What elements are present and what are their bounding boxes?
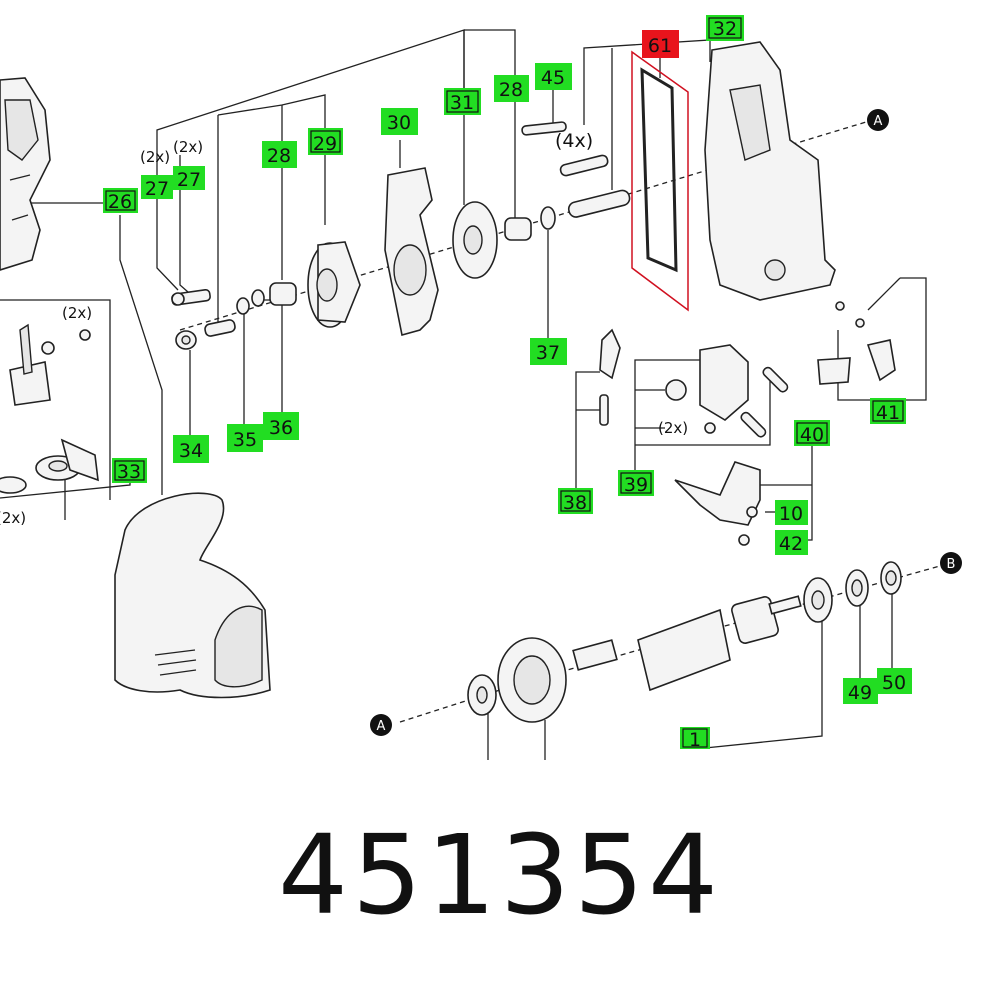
svg-text:38: 38 xyxy=(563,492,587,514)
callout-35: 35 xyxy=(227,424,263,452)
part-29-flange xyxy=(307,241,361,328)
callout-29: 29 xyxy=(308,128,343,155)
callout-28: 28 xyxy=(494,75,529,102)
callout-26: 26 xyxy=(103,188,138,213)
svg-text:28: 28 xyxy=(267,145,291,167)
callout-50: 50 xyxy=(877,668,912,694)
callout-61-highlighted: 61 xyxy=(642,30,679,58)
svg-text:29: 29 xyxy=(313,133,337,155)
callout-labels: 1 10 26 27 27 28 28 29 30 31 32 33 34 35… xyxy=(103,15,912,751)
svg-text:37: 37 xyxy=(536,342,560,364)
qty-note: (2x) xyxy=(140,148,170,166)
svg-text:42: 42 xyxy=(779,533,803,555)
svg-text:36: 36 xyxy=(269,417,293,439)
svg-text:32: 32 xyxy=(713,18,737,40)
callout-45: 45 xyxy=(535,63,572,90)
svg-text:40: 40 xyxy=(800,424,824,446)
svg-text:41: 41 xyxy=(876,402,900,424)
parts-49-50-bearings xyxy=(803,561,902,623)
callout-1: 1 xyxy=(680,727,710,751)
svg-text:27: 27 xyxy=(145,178,169,200)
connector-b: B xyxy=(940,552,962,574)
svg-text:39: 39 xyxy=(624,474,648,496)
callout-33: 33 xyxy=(112,458,147,483)
switch-parts xyxy=(599,328,789,438)
bushing-and-washer xyxy=(504,206,556,241)
screws-and-pins xyxy=(171,282,297,350)
callout-41: 41 xyxy=(870,398,906,424)
svg-text:28: 28 xyxy=(499,79,523,101)
motor-housing-cover xyxy=(114,492,271,699)
qty-note: (2x) xyxy=(0,509,26,527)
svg-text:1: 1 xyxy=(689,729,701,751)
svg-text:33: 33 xyxy=(117,461,141,483)
connector-a-bottom-label: A xyxy=(377,719,386,734)
svg-text:34: 34 xyxy=(179,440,203,462)
svg-text:35: 35 xyxy=(233,429,257,451)
exploded-parts-diagram: A A B (2x) (2x) (2x) (4x) (2x) (2x) 1 10… xyxy=(0,15,962,760)
qty-note: (2x) xyxy=(62,304,92,322)
part-61-gasket xyxy=(631,50,689,312)
svg-text:30: 30 xyxy=(387,112,411,134)
connector-a-top: A xyxy=(867,109,889,131)
svg-text:10: 10 xyxy=(779,503,803,525)
part-41-switch-lever xyxy=(817,301,896,385)
callout-27: 27 xyxy=(141,175,173,200)
svg-text:27: 27 xyxy=(177,169,201,191)
part-30-gear-housing xyxy=(384,167,439,337)
part-1-armature xyxy=(467,595,802,723)
callout-30: 30 xyxy=(381,108,418,135)
callout-36: 36 xyxy=(263,412,299,440)
connector-a-bottom: A xyxy=(370,714,392,736)
connector-a-top-label: A xyxy=(874,114,883,129)
part-31-disc xyxy=(452,201,498,279)
callout-42: 42 xyxy=(775,530,808,555)
qty-note: (4x) xyxy=(555,130,593,152)
callout-28: 28 xyxy=(262,141,297,168)
callout-49: 49 xyxy=(843,678,878,704)
svg-text:26: 26 xyxy=(108,191,132,213)
svg-text:31: 31 xyxy=(450,92,474,114)
callout-31: 31 xyxy=(444,88,481,115)
part-45-pins xyxy=(521,121,631,218)
qty-note: (2x) xyxy=(173,138,203,156)
callout-34: 34 xyxy=(173,435,209,463)
svg-text:50: 50 xyxy=(882,672,906,694)
callout-10: 10 xyxy=(775,500,808,525)
callout-39: 39 xyxy=(618,470,654,496)
callout-38: 38 xyxy=(558,488,593,514)
part-40-brush-holder xyxy=(674,461,761,546)
small-parts-left xyxy=(0,323,99,494)
connector-b-label: B xyxy=(947,557,956,572)
svg-text:45: 45 xyxy=(541,67,565,89)
quantity-notes: (2x) (2x) (2x) (4x) (2x) (2x) xyxy=(0,130,688,527)
svg-text:49: 49 xyxy=(848,682,872,704)
part-32-housing-half xyxy=(704,41,836,301)
callout-27: 27 xyxy=(173,166,205,191)
callout-40: 40 xyxy=(794,420,830,446)
qty-note: (2x) xyxy=(658,419,688,437)
callout-32: 32 xyxy=(706,15,744,41)
svg-text:61: 61 xyxy=(648,35,672,57)
callout-37: 37 xyxy=(530,338,567,365)
housing-half-left xyxy=(0,77,51,271)
part-number: 451354 xyxy=(278,811,722,939)
